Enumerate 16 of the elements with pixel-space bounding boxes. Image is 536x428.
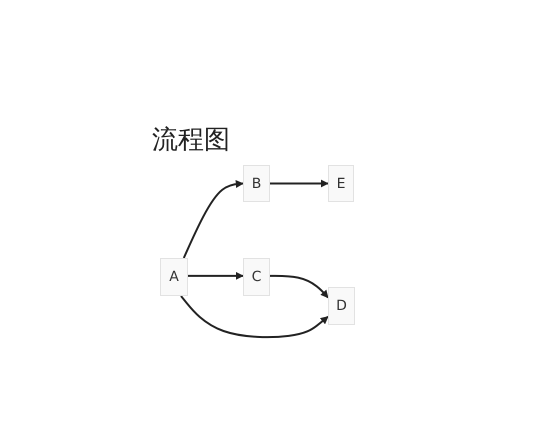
- node-label: E: [336, 176, 346, 192]
- node-label: D: [336, 298, 347, 314]
- node-label: B: [252, 176, 262, 192]
- process-box: [328, 165, 354, 202]
- arrow: [270, 274, 329, 298]
- arrow: [270, 180, 329, 188]
- arrow: [180, 295, 329, 338]
- heading: 流程图: [152, 124, 230, 157]
- node-label: C: [252, 269, 262, 285]
- arrow: [182, 180, 244, 258]
- process-box: [160, 258, 188, 296]
- process-box: [328, 287, 355, 325]
- process-box: [243, 165, 270, 202]
- process-box: [243, 258, 270, 296]
- arrow: [188, 272, 244, 280]
- node-label: A: [169, 269, 179, 285]
